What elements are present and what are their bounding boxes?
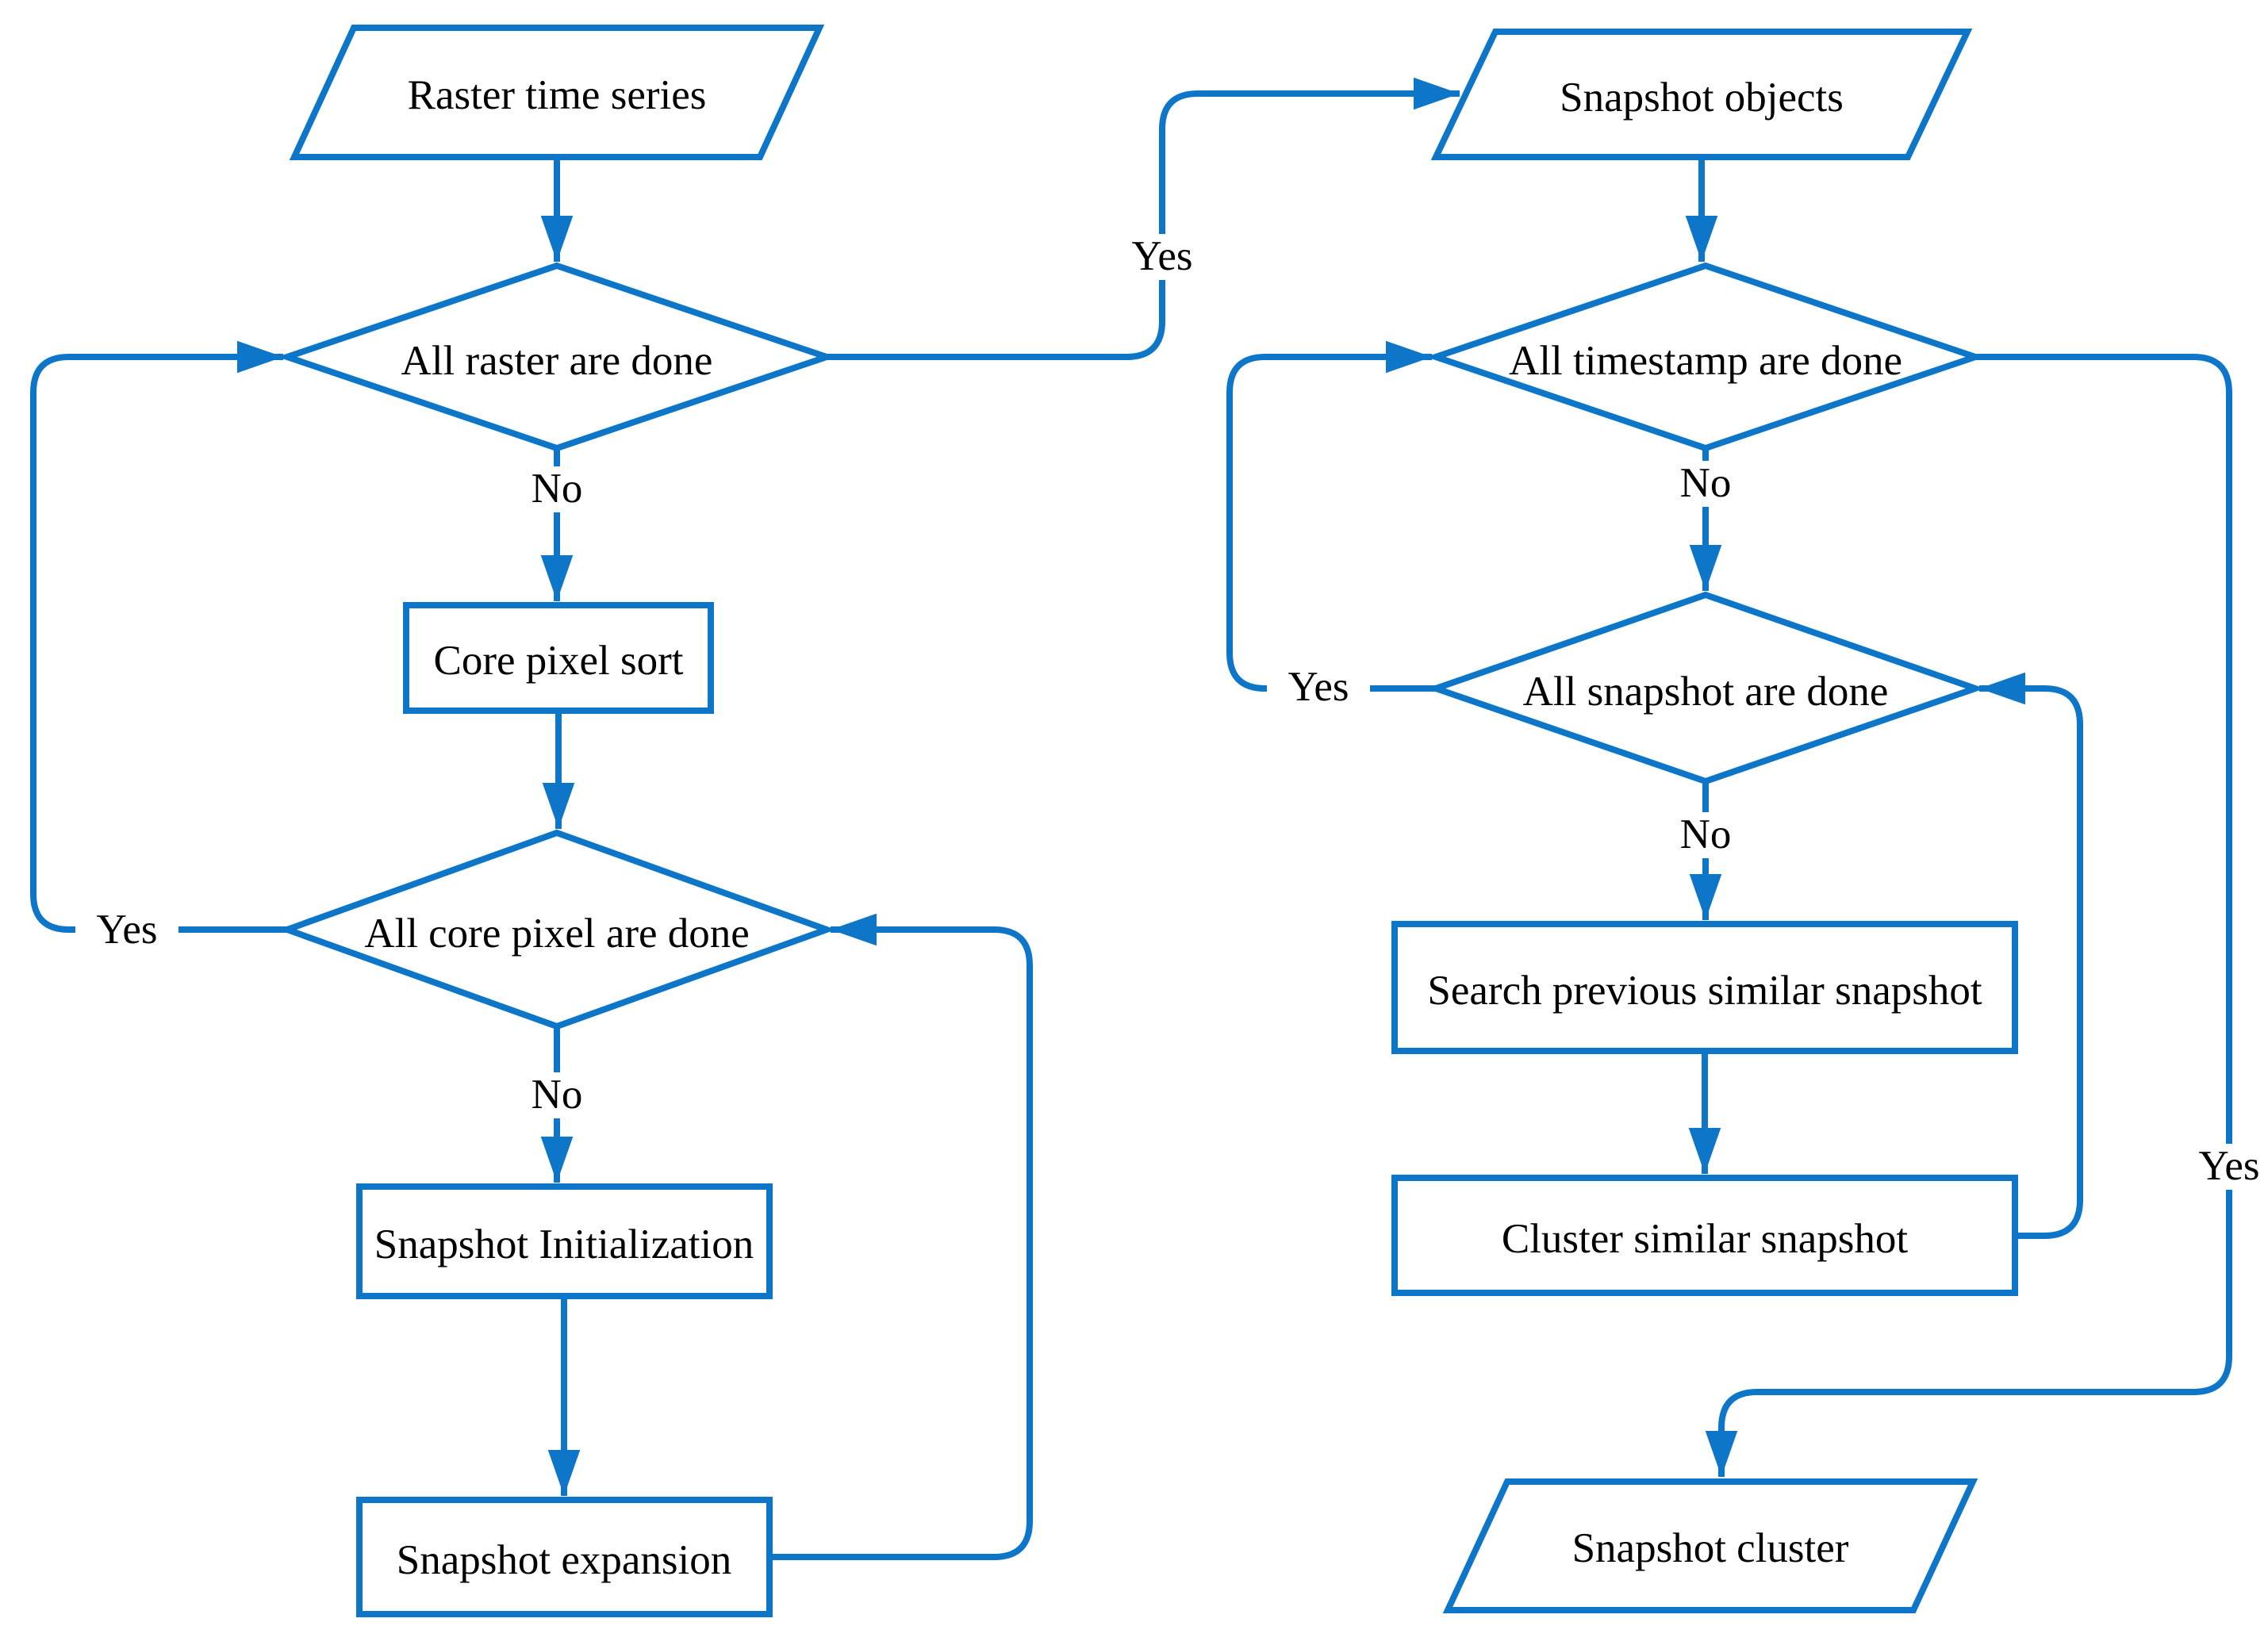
all-snapshot-are-done-label: All snapshot are done [1523, 669, 1889, 715]
edges [30, 77, 2232, 1560]
node-snapshot-initialization [356, 1183, 773, 1299]
label-mask [2178, 1144, 2268, 1190]
node-core-pixel-sort [403, 602, 714, 714]
label-mask [1267, 665, 1370, 711]
snapshot-objects-label: Snapshot objects [1560, 75, 1844, 121]
raster-no-label: No [532, 466, 583, 512]
nodes [277, 25, 2018, 1617]
edge-all-raster-yes-to-snapshot-objects [827, 77, 1460, 360]
timestamp-yes-label: Yes [2198, 1143, 2259, 1189]
timestamp-no-label: No [1680, 460, 1732, 506]
all-core-pixel-are-done-label: All core pixel are done [364, 911, 750, 957]
node-all-core-pixel-are-done [278, 829, 836, 1030]
snapshot-cluster-label: Snapshot cluster [1572, 1525, 1849, 1571]
node-snapshot-objects [1430, 29, 1973, 160]
snapshot-expansion-label: Snapshot expansion [397, 1537, 732, 1583]
node-raster-time-series [289, 25, 825, 160]
node-snapshot-expansion [356, 1497, 773, 1617]
core-yes-label: Yes [96, 907, 157, 953]
node-all-snapshot-are-done [1426, 591, 1986, 785]
cluster-similar-snapshot-label: Cluster similar snapshot [1502, 1216, 1909, 1262]
label-mask [75, 908, 178, 954]
node-all-raster-are-done [277, 262, 837, 452]
all-timestamp-are-done-label: All timestamp are done [1509, 338, 1902, 384]
core-pixel-sort-label: Core pixel sort [434, 638, 684, 684]
label-mask [516, 1072, 598, 1118]
edge-all-core-pixel-yes-loop-to-all-raster [30, 340, 287, 933]
node-cluster-similar-snapshot [1391, 1175, 2018, 1296]
label-mask [516, 466, 598, 512]
raster-yes-label: Yes [1131, 233, 1192, 279]
snapshot-no-label: No [1680, 811, 1732, 857]
raster-time-series-label: Raster time series [408, 72, 707, 118]
snapshot-initialization-label: Snapshot Initialization [374, 1221, 754, 1267]
core-no-label: No [532, 1072, 583, 1118]
label-mask [1664, 812, 1747, 858]
node-snapshot-cluster [1442, 1478, 1978, 1613]
edge-labels: No Yes No Yes No Yes No Yes [75, 233, 2268, 1190]
label-mask [1664, 461, 1747, 507]
edge-cluster-similar-loop-to-all-snapshot [1979, 672, 2083, 1239]
search-previous-similar-snapshot-label: Search previous similar snapshot [1427, 968, 1982, 1014]
label-mask [1111, 234, 1214, 280]
node-all-timestamp-are-done [1426, 262, 1986, 452]
snapshot-yes-label: Yes [1288, 664, 1349, 710]
node-search-previous-similar-snapshot [1391, 921, 2018, 1054]
edge-all-timestamp-yes-to-snapshot-cluster [1705, 354, 2232, 1477]
node-labels: Raster time series All raster are done C… [364, 72, 1982, 1583]
edge-all-snapshot-yes-loop-to-all-timestamp [1226, 340, 1436, 692]
edge-snapshot-expansion-loop-to-all-core-pixel [769, 913, 1033, 1560]
all-raster-are-done-label: All raster are done [401, 338, 713, 384]
